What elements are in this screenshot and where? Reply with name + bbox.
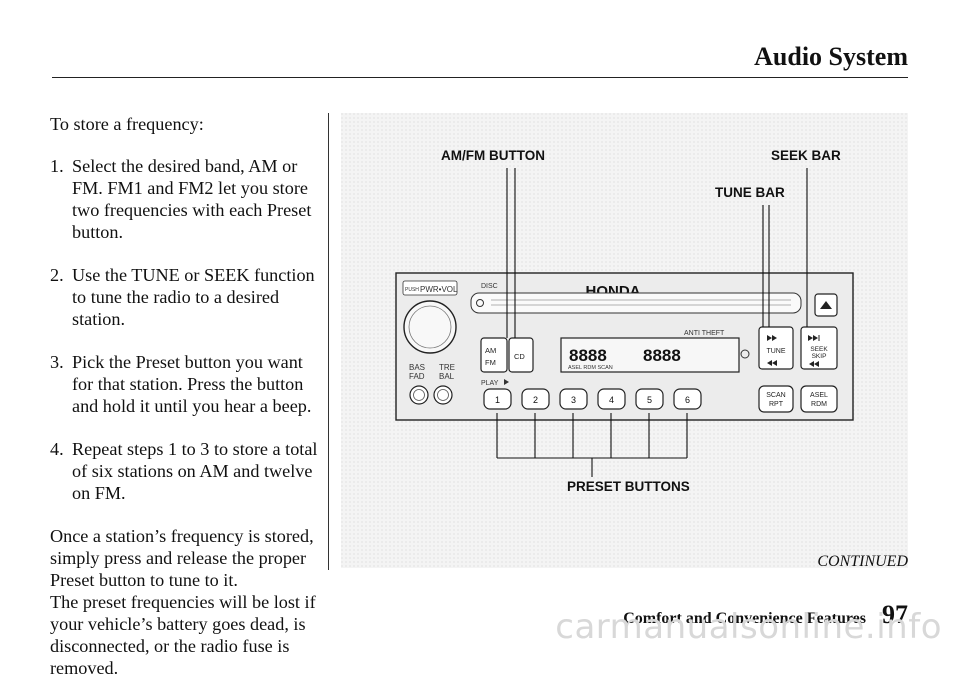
preset-label-5: 5 bbox=[647, 395, 652, 405]
am-fm-button bbox=[480, 337, 508, 373]
radio-diagram: AM/FM BUTTON SEEK BAR TUNE BAR PRESET BU… bbox=[341, 113, 908, 568]
bass-knob bbox=[409, 385, 429, 405]
preset-button-6 bbox=[673, 388, 702, 410]
display-digits-right: 8888 bbox=[643, 346, 681, 365]
play-label: PLAY bbox=[481, 380, 499, 387]
preset-buttons: 1 2 3 4 5 6 bbox=[483, 388, 702, 410]
tune-label: TUNE bbox=[766, 348, 785, 355]
disc-label: DISC bbox=[481, 283, 498, 290]
seek-down-icon bbox=[809, 361, 819, 367]
intro-text: To store a frequency: bbox=[50, 114, 204, 134]
rdm-label: RDM bbox=[811, 401, 827, 408]
treble-knob bbox=[433, 385, 453, 405]
anti-theft-indicator bbox=[740, 349, 750, 359]
pwr-vol-label-box bbox=[402, 280, 458, 296]
cd-button bbox=[508, 337, 534, 373]
tune-up-icon bbox=[767, 335, 777, 341]
step-text: Use the TUNE or SEEK function to tune th… bbox=[72, 265, 315, 329]
step-3: 3. Pick the Preset button you want for t… bbox=[50, 351, 325, 417]
cd-label: CD bbox=[514, 352, 525, 361]
step-number: 4. bbox=[50, 439, 64, 459]
preset-button-2 bbox=[521, 388, 550, 410]
anti-theft-label: ANTI THEFT bbox=[684, 330, 725, 337]
step-text: Repeat steps 1 to 3 to store a total of … bbox=[72, 439, 318, 503]
pwr-vol-label: PWR•VOL bbox=[420, 285, 458, 294]
page-footer: Comfort and Convenience Features 97 bbox=[623, 600, 908, 630]
preset-label-2: 2 bbox=[533, 395, 538, 405]
scan-rpt-button bbox=[758, 385, 794, 413]
eject-icon bbox=[820, 301, 832, 309]
fad-label: FAD bbox=[409, 372, 425, 381]
step-4: 4. Repeat steps 1 to 3 to store a total … bbox=[50, 438, 325, 504]
amfm-callout: AM/FM BUTTON bbox=[441, 148, 545, 163]
radio-figure: AM/FM BUTTON SEEK BAR TUNE BAR PRESET BU… bbox=[341, 113, 908, 568]
skip-label: SKIP bbox=[812, 353, 827, 360]
preset-buttons-callout: PRESET BUTTONS bbox=[567, 479, 690, 494]
asel-label: ASEL bbox=[810, 392, 828, 399]
step-number: 1. bbox=[50, 156, 64, 176]
watermark: carmanualsonline.info bbox=[555, 607, 942, 647]
bal-label: BAL bbox=[439, 372, 455, 381]
scan-label: SCAN bbox=[766, 392, 785, 399]
disc-slot bbox=[470, 292, 802, 314]
preset-label-1: 1 bbox=[495, 395, 500, 405]
asel-rdm-button bbox=[800, 385, 838, 413]
preset-label-6: 6 bbox=[685, 395, 690, 405]
seek-up-icon bbox=[808, 335, 818, 341]
step-number: 3. bbox=[50, 352, 64, 372]
preset-button-5 bbox=[635, 388, 664, 410]
display-digits-left: 8888 bbox=[569, 346, 607, 365]
tune-bar-callout: TUNE BAR bbox=[715, 185, 785, 200]
rpt-label: RPT bbox=[769, 401, 784, 408]
seek-bar-callout: SEEK BAR bbox=[771, 148, 841, 163]
disc-indicator bbox=[476, 299, 484, 307]
note-paragraph-1: Once a station’s frequency is stored, si… bbox=[50, 526, 314, 590]
leader-lines bbox=[496, 168, 808, 477]
header-divider bbox=[52, 77, 908, 78]
step-1: 1. Select the desired band, AM or FM. FM… bbox=[50, 155, 325, 243]
preset-button-3 bbox=[559, 388, 588, 410]
column-divider bbox=[328, 113, 329, 570]
am-label: AM bbox=[485, 346, 496, 355]
note-paragraph-2: The preset frequencies will be lost if y… bbox=[50, 592, 316, 678]
preset-label-3: 3 bbox=[571, 395, 576, 405]
preset-button-1 bbox=[483, 388, 512, 410]
instructions-column: To store a frequency: 1. Select the desi… bbox=[50, 113, 325, 679]
push-label: PUSH bbox=[405, 287, 419, 293]
page-header-title: Audio System bbox=[754, 42, 908, 71]
step-text: Select the desired band, AM or FM. FM1 a… bbox=[72, 156, 312, 242]
preset-label-4: 4 bbox=[609, 395, 614, 405]
tune-down-icon bbox=[767, 360, 777, 366]
page-number: 97 bbox=[882, 600, 908, 629]
tre-label: TRE bbox=[439, 363, 455, 372]
fm-label: FM bbox=[485, 358, 496, 367]
footer-section-title: Comfort and Convenience Features bbox=[623, 610, 866, 627]
volume-knob bbox=[403, 300, 457, 354]
display-mode-line: ASEL RDM SCAN bbox=[568, 365, 613, 371]
step-text: Pick the Preset button you want for that… bbox=[72, 352, 312, 416]
preset-button-4 bbox=[597, 388, 626, 410]
radio-unit: HONDA DISC PUSH PWR•VOL BAS TRE FAD BAL bbox=[395, 272, 854, 421]
continued-label: CONTINUED bbox=[817, 553, 908, 570]
step-2: 2. Use the TUNE or SEEK function to tune… bbox=[50, 264, 325, 330]
seek-label: SEEK bbox=[810, 346, 828, 353]
bas-label: BAS bbox=[409, 363, 425, 372]
step-number: 2. bbox=[50, 265, 64, 285]
lcd-display bbox=[560, 337, 740, 373]
